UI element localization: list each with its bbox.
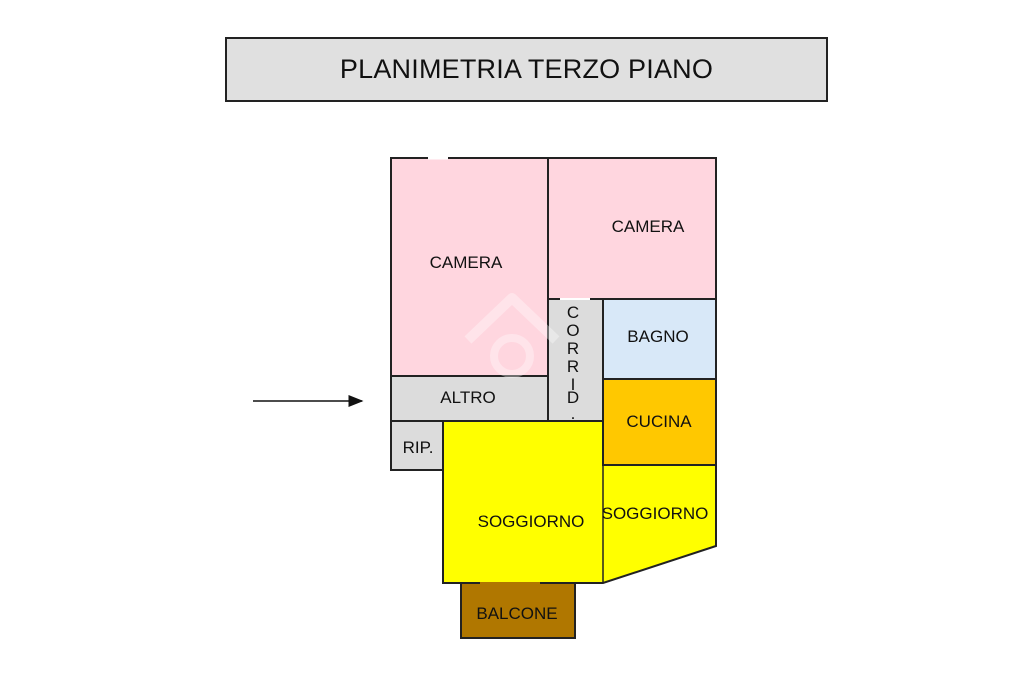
room-camera-right [547, 157, 717, 300]
label-balcone: BALCONE [476, 604, 557, 623]
watermark-logo [464, 293, 560, 378]
label-soggiorno-left: SOGGIORNO [478, 512, 585, 531]
room-camera-left [390, 157, 549, 377]
plan-title: PLANIMETRIA TERZO PIANO [225, 37, 828, 102]
label-corridoio-letter: O [566, 321, 579, 340]
label-corridoio-letter: C [567, 303, 579, 322]
label-corridoio-letter: I [571, 375, 576, 394]
label-camera-right: CAMERA [612, 217, 685, 236]
label-cucina: CUCINA [626, 412, 692, 431]
label-soggiorno-right: SOGGIORNO [602, 504, 709, 523]
label-bagno: BAGNO [627, 327, 688, 346]
room-altro [390, 375, 549, 422]
label-corridoio-letter: D [567, 388, 579, 407]
label-corridoio-letter: R [567, 339, 579, 358]
label-corridoio-letter: R [567, 357, 579, 376]
label-camera-left: CAMERA [430, 253, 503, 272]
room-ripostiglio [390, 420, 444, 471]
label-altro: ALTRO [440, 388, 495, 407]
label-ripostiglio: RIP. [403, 438, 434, 457]
label-corridoio-dot: . [571, 404, 576, 423]
